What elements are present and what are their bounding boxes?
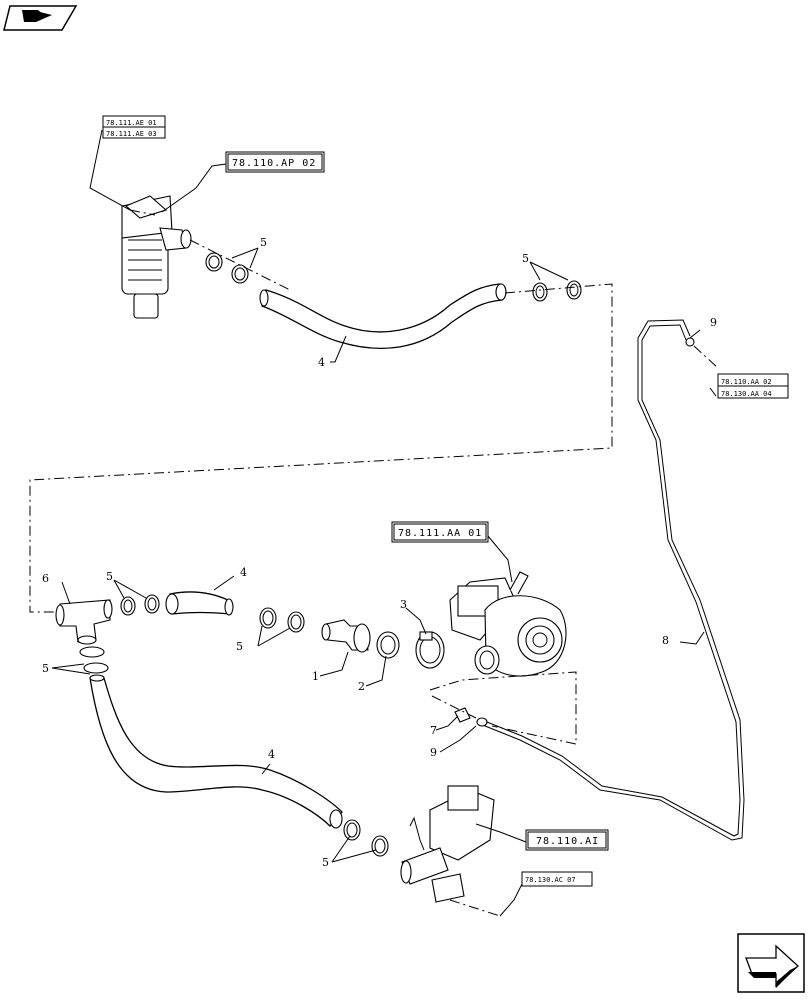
callout-3: 3 bbox=[400, 598, 407, 611]
ref-label-r1b: 78.111.AE 03 bbox=[106, 130, 157, 138]
callout-5-c: 5 bbox=[106, 570, 113, 583]
callout-1: 1 bbox=[312, 670, 319, 683]
ref-box-78-111-aa-01[interactable]: 78.111.AA 01 bbox=[391, 521, 489, 543]
ref-label-r6: 78.130.AC 07 bbox=[525, 876, 576, 884]
clamp-lower-left-1 bbox=[79, 646, 105, 658]
callout-9-a: 9 bbox=[710, 316, 717, 329]
ref-box-78-110-ap-02[interactable]: 78.110.AP 02 bbox=[225, 151, 325, 173]
fitting-9-upper bbox=[685, 337, 695, 347]
callout-2: 2 bbox=[358, 680, 365, 693]
callout-5-d: 5 bbox=[236, 640, 243, 653]
callout-5-e: 5 bbox=[42, 662, 49, 675]
seal-ring-2 bbox=[376, 631, 400, 659]
clamp-lower-2 bbox=[371, 835, 389, 857]
callout-4-a: 4 bbox=[318, 356, 325, 369]
clamp-3 bbox=[415, 631, 445, 669]
hose-upper bbox=[261, 283, 503, 350]
hose-mid bbox=[169, 591, 231, 615]
filter-assembly bbox=[121, 195, 192, 319]
ref-label-r3b: 78.130.AA 04 bbox=[721, 390, 772, 398]
clamp-upper-3 bbox=[532, 282, 548, 302]
clamp-lower-1 bbox=[343, 819, 361, 841]
adapter-1 bbox=[321, 619, 371, 653]
callout-4-b: 4 bbox=[240, 566, 247, 579]
callout-5-a: 5 bbox=[260, 236, 267, 249]
clamp-mid-1 bbox=[259, 607, 277, 629]
callout-7: 7 bbox=[430, 724, 437, 737]
turbocharger bbox=[449, 571, 567, 677]
callout-9-b: 9 bbox=[430, 746, 437, 759]
ref-label-r4: 78.111.AA 01 bbox=[398, 528, 482, 539]
clamp-upper-1 bbox=[205, 252, 223, 272]
ref-box-78-130-ac-07[interactable]: 78.130.AC 07 bbox=[521, 871, 593, 887]
ref-label-r3a: 78.110.AA 02 bbox=[721, 378, 772, 386]
clamp-left-2 bbox=[144, 594, 160, 614]
tee-fitting-6 bbox=[55, 599, 113, 645]
callout-5-b: 5 bbox=[522, 252, 529, 265]
clamp-mid-2 bbox=[287, 611, 305, 633]
ref-label-r5: 78.110.AI bbox=[536, 836, 599, 847]
ref-box-78-110-ai[interactable]: 78.110.AI bbox=[525, 829, 609, 851]
fitting-9-lower bbox=[476, 717, 488, 727]
ref-box-78-111-ae[interactable]: 78.111.AE 01 78.111.AE 03 bbox=[102, 115, 166, 139]
next-page-arrow-icon[interactable] bbox=[737, 933, 805, 993]
callout-4-c: 4 bbox=[268, 748, 275, 761]
clamp-left-1 bbox=[120, 596, 136, 616]
callout-8: 8 bbox=[662, 634, 669, 647]
ref-label-r2: 78.110.AP 02 bbox=[232, 158, 316, 169]
book-arrow-icon[interactable] bbox=[3, 5, 78, 31]
valve-block bbox=[400, 785, 495, 903]
hose-lower bbox=[89, 677, 343, 827]
callout-6: 6 bbox=[42, 572, 49, 585]
callout-5-f: 5 bbox=[322, 856, 329, 869]
clamp-lower-left-2 bbox=[83, 662, 109, 674]
tube-8 bbox=[479, 324, 745, 841]
ref-box-78-110-aa[interactable]: 78.110.AA 02 78.130.AA 04 bbox=[717, 373, 789, 399]
ref-label-r1a: 78.111.AE 01 bbox=[106, 119, 157, 127]
clamp-upper-4 bbox=[566, 280, 582, 300]
fitting-7 bbox=[454, 707, 471, 723]
